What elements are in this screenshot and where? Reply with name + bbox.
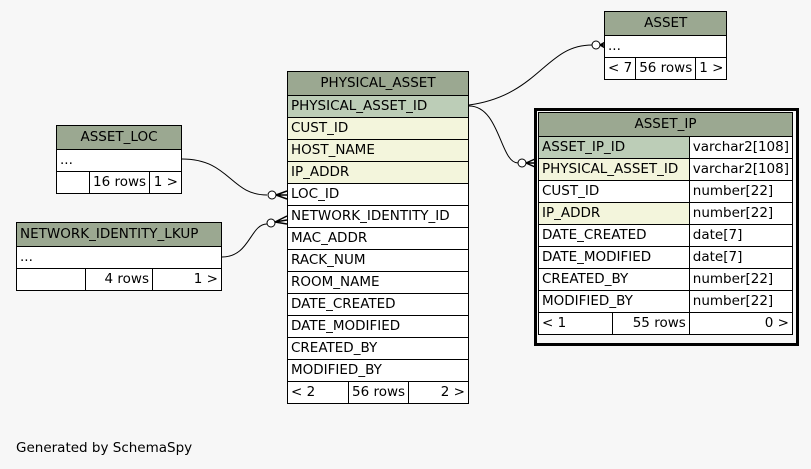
table-header[interactable]: ASSET_LOC (56, 125, 182, 150)
column-name[interactable]: LOC_ID (287, 183, 469, 206)
parents-count[interactable]: < 1 (538, 312, 613, 335)
column-row[interactable]: PHYSICAL_ASSET_ID (287, 95, 469, 118)
column-row[interactable]: HOST_NAME (287, 139, 469, 162)
link-physical-asset-to-asset-ip (468, 105, 519, 164)
crowfoot-icon (275, 190, 288, 200)
column-name[interactable]: DATE_MODIFIED (538, 246, 690, 269)
parents-count[interactable]: < 2 (287, 381, 349, 404)
table-header[interactable]: ASSET_IP (538, 112, 793, 137)
optional-marker-icon (266, 218, 276, 228)
crowfoot-icon (525, 158, 536, 168)
column-type: number[22] (688, 202, 794, 225)
column-row[interactable]: MODIFIED_BY (287, 359, 469, 382)
column-type: number[22] (688, 268, 794, 291)
parents-count[interactable] (16, 268, 86, 291)
children-count[interactable]: 1 > (152, 268, 222, 291)
column-name[interactable]: MAC_ADDR (287, 227, 469, 250)
column-name[interactable]: HOST_NAME (287, 139, 469, 162)
column-name[interactable]: MODIFIED_BY (287, 359, 469, 382)
crowfoot-icon (274, 215, 288, 225)
children-count[interactable]: 1 > (149, 171, 182, 194)
column-type: date[7] (688, 246, 794, 269)
column-name[interactable]: IP_ADDR (538, 202, 690, 225)
children-count[interactable]: 1 > (695, 57, 728, 80)
column-name[interactable]: CREATED_BY (538, 268, 690, 291)
columns-placeholder: ... (603, 35, 728, 58)
column-name[interactable]: DATE_CREATED (538, 224, 690, 247)
column-name[interactable]: PHYSICAL_ASSET_ID (287, 95, 469, 118)
row-count: 56 rows (635, 57, 697, 80)
children-count[interactable]: 0 > (688, 312, 794, 335)
optional-marker-icon (517, 158, 527, 168)
row-count: 16 rows (88, 171, 151, 194)
column-row[interactable]: DATE_MODIFIED (287, 315, 469, 338)
column-type: number[22] (688, 290, 794, 313)
generated-by-label: Generated by SchemaSpy (16, 440, 193, 456)
parents-count[interactable]: < 7 (603, 57, 637, 80)
table-header[interactable]: ASSET (603, 11, 728, 36)
column-name[interactable]: MODIFIED_BY (538, 290, 690, 313)
columns-placeholder: ... (16, 246, 222, 269)
column-name[interactable]: CUST_ID (287, 117, 469, 140)
column-row[interactable]: IP_ADDR (287, 161, 469, 184)
column-row[interactable]: NETWORK_IDENTITY_ID (287, 205, 469, 228)
parents-count[interactable] (56, 171, 90, 194)
column-name[interactable]: RACK_NUM (287, 249, 469, 272)
column-name[interactable]: IP_ADDR (287, 161, 469, 184)
column-name[interactable]: DATE_CREATED (287, 293, 469, 316)
column-row[interactable]: RACK_NUM (287, 249, 469, 272)
column-row[interactable]: ROOM_NAME (287, 271, 469, 294)
link-asset-loc-to-physical-asset (181, 158, 268, 196)
row-count: 55 rows (611, 312, 690, 335)
column-name[interactable]: ASSET_IP_ID (538, 136, 690, 159)
table-network-identity-lkup[interactable]: NETWORK_IDENTITY_LKUP ... 4 rows 1 > (16, 222, 222, 291)
column-name[interactable]: NETWORK_IDENTITY_ID (287, 205, 469, 228)
table-asset[interactable]: ASSET ... < 7 56 rows 1 > (603, 11, 728, 80)
columns-placeholder: ... (56, 149, 182, 172)
link-physical-asset-to-asset (468, 44, 593, 106)
column-row[interactable]: DATE_CREATED (287, 293, 469, 316)
row-count: 56 rows (347, 381, 410, 404)
optional-marker-icon (267, 190, 277, 200)
column-name[interactable]: DATE_MODIFIED (287, 315, 469, 338)
link-network-identity-to-physical-asset (221, 223, 268, 258)
column-row[interactable]: LOC_ID (287, 183, 469, 206)
table-header[interactable]: NETWORK_IDENTITY_LKUP (16, 222, 222, 247)
column-row[interactable]: MAC_ADDR (287, 227, 469, 250)
column-name[interactable]: ROOM_NAME (287, 271, 469, 294)
column-type: number[22] (688, 180, 794, 203)
column-type: varchar2[108] (688, 158, 794, 181)
column-row[interactable]: CUST_ID (287, 117, 469, 140)
column-name[interactable]: CREATED_BY (287, 337, 469, 360)
table-asset-loc[interactable]: ASSET_LOC ... 16 rows 1 > (56, 125, 182, 194)
table-header[interactable]: PHYSICAL_ASSET (287, 71, 469, 96)
column-row[interactable]: CREATED_BY (287, 337, 469, 360)
optional-marker-icon (591, 40, 601, 50)
row-count: 4 rows (85, 268, 153, 291)
children-count[interactable]: 2 > (408, 381, 469, 404)
column-name[interactable]: CUST_ID (538, 180, 690, 203)
column-type: date[7] (688, 224, 794, 247)
column-name[interactable]: PHYSICAL_ASSET_ID (538, 158, 690, 181)
column-type: varchar2[108] (688, 136, 794, 159)
